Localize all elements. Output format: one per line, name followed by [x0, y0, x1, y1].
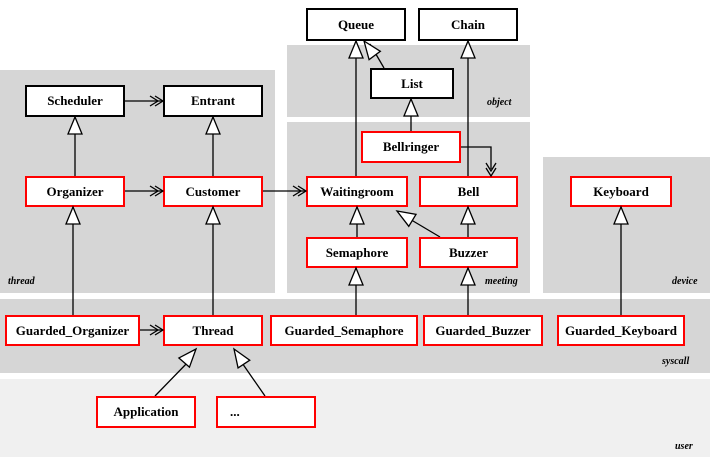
package-label-device: device: [672, 276, 698, 287]
class-box-list[interactable]: List: [370, 68, 454, 99]
class-box-guarded_buzzer[interactable]: Guarded_Buzzer: [423, 315, 543, 346]
class-box-organizer[interactable]: Organizer: [25, 176, 125, 207]
class-box-guarded_organizer[interactable]: Guarded_Organizer: [5, 315, 140, 346]
package-label-object: object: [487, 97, 512, 108]
package-label-syscall: syscall: [662, 356, 690, 367]
class-box-chain[interactable]: Chain: [418, 8, 518, 41]
class-box-waitingroom[interactable]: Waitingroom: [306, 176, 408, 207]
package-label-thread: thread: [8, 276, 35, 287]
class-box-guarded_semaphore[interactable]: Guarded_Semaphore: [270, 315, 418, 346]
class-box-bellringer[interactable]: Bellringer: [361, 131, 461, 163]
class-box-bell[interactable]: Bell: [419, 176, 518, 207]
class-box-application[interactable]: Application: [96, 396, 196, 428]
class-box-entrant[interactable]: Entrant: [163, 85, 263, 117]
class-box-semaphore[interactable]: Semaphore: [306, 237, 408, 268]
class-box-keyboard[interactable]: Keyboard: [570, 176, 672, 207]
class-box-buzzer[interactable]: Buzzer: [419, 237, 518, 268]
class-box-thread_node[interactable]: Thread: [163, 315, 263, 346]
class-box-customer[interactable]: Customer: [163, 176, 263, 207]
class-box-queue[interactable]: Queue: [306, 8, 406, 41]
class-box-scheduler[interactable]: Scheduler: [25, 85, 125, 117]
package-label-meeting: meeting: [485, 276, 518, 287]
class-box-dots[interactable]: ...: [216, 396, 316, 428]
package-label-user: user: [675, 441, 693, 452]
class-box-guarded_keyboard[interactable]: Guarded_Keyboard: [557, 315, 685, 346]
